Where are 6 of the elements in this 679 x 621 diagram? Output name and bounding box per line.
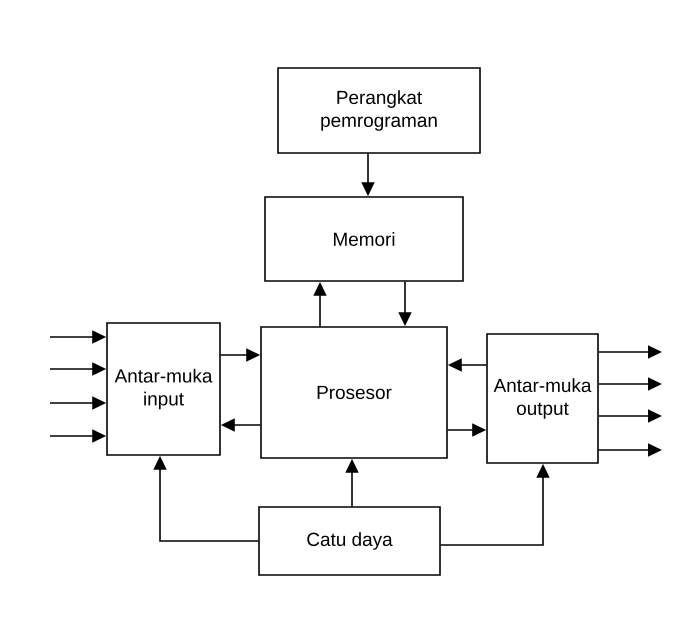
block-box: Antar-muka input <box>106 322 221 456</box>
block-box: Antar-muka output <box>486 333 599 464</box>
block-box: Prosesor <box>260 326 448 459</box>
block-box: Perangkat pemrograman <box>277 67 481 154</box>
block-box: Catu daya <box>258 506 441 576</box>
block-box: Memori <box>264 196 464 282</box>
